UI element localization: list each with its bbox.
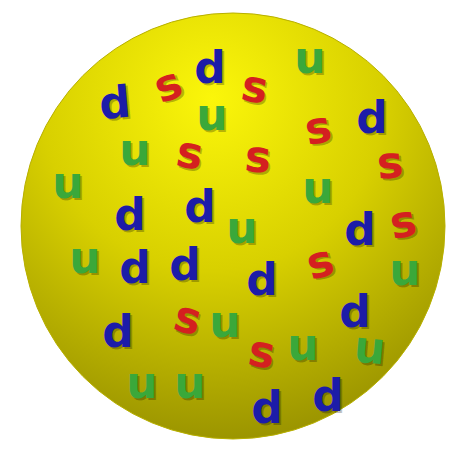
quark-letter: d bbox=[114, 193, 146, 237]
quark-letter: u bbox=[119, 128, 150, 172]
quark-letter: d bbox=[169, 243, 201, 287]
baryon-sphere: dsdsuusdusssudduudsudddsuddsusuuuudd bbox=[20, 12, 446, 440]
quark-letter: d bbox=[344, 208, 376, 252]
quark-letter: u bbox=[352, 325, 387, 372]
quark-letter: d bbox=[119, 246, 151, 290]
quark-letter: d bbox=[102, 310, 134, 354]
quark-letter: u bbox=[226, 206, 257, 250]
quark-letter: u bbox=[196, 93, 227, 137]
quark-letter: d bbox=[246, 258, 278, 302]
quark-letter: u bbox=[294, 36, 325, 80]
quark-letter: u bbox=[389, 248, 420, 292]
quark-letter: u bbox=[174, 361, 205, 405]
quark-letter: d bbox=[251, 386, 283, 430]
quark-letter: d bbox=[97, 80, 132, 127]
quark-letter: u bbox=[69, 236, 100, 280]
quark-letter: u bbox=[126, 361, 157, 405]
quark-letter: u bbox=[209, 300, 240, 344]
quark-letter: s bbox=[243, 134, 273, 180]
sphere bbox=[21, 13, 445, 439]
quark-letter: d bbox=[184, 185, 216, 229]
quark-letter: u bbox=[287, 323, 318, 367]
quark-letter: u bbox=[52, 161, 83, 205]
quark-letter: d bbox=[356, 96, 388, 140]
quark-letter: s bbox=[375, 140, 405, 186]
quark-letter: u bbox=[302, 166, 333, 210]
quark-letter: d bbox=[194, 46, 226, 90]
quark-letter: d bbox=[312, 374, 344, 418]
